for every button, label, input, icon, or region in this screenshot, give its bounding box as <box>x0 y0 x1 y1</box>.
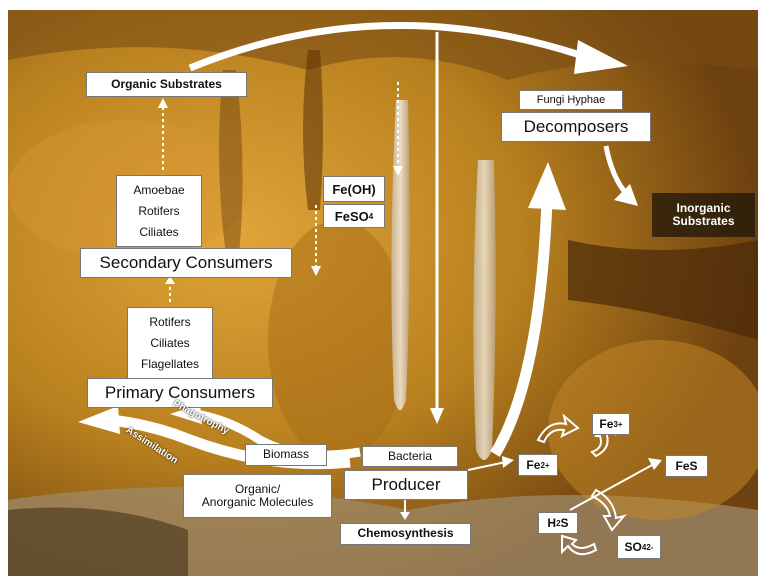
top-arch-arrowhead <box>574 40 628 74</box>
producer-box: Producer <box>344 470 468 500</box>
fungi-hyphae-box: Fungi Hyphae <box>519 90 623 110</box>
fe3-label: Fe <box>599 417 613 431</box>
primary-organism-1: Rotifers <box>149 315 190 329</box>
primary-organisms-box: Rotifers Ciliates Flagellates <box>127 307 213 379</box>
feoh-box: Fe(OH) <box>323 176 385 202</box>
feso4-label: FeSO <box>335 209 369 224</box>
primary-organism-3: Flagellates <box>141 357 199 371</box>
so4-label: SO <box>625 540 642 554</box>
biomass-label: Biomass <box>263 448 309 461</box>
cycle-arrow-1 <box>538 416 578 442</box>
inorganic-substrates-label: Inorganic Substrates <box>672 202 734 228</box>
secondary-consumers-label: Secondary Consumers <box>100 254 273 273</box>
inorganic-substrates-box: Inorganic Substrates <box>652 193 755 237</box>
primary-organism-2: Ciliates <box>150 336 189 350</box>
bacteria-label: Bacteria <box>388 450 432 463</box>
top-arch-arrow <box>190 25 580 68</box>
organic-molecules-box: Organic/ Anorganic Molecules <box>183 474 332 518</box>
fungi-hyphae-label: Fungi Hyphae <box>537 94 606 106</box>
fe2-superscript: 2+ <box>540 461 549 470</box>
chemosynthesis-label: Chemosynthesis <box>357 527 453 540</box>
producer-to-decomposers-arrow <box>495 200 547 454</box>
fe3-superscript: 3+ <box>613 420 622 429</box>
fe2-label: Fe <box>526 458 540 472</box>
secondary-consumers-box: Secondary Consumers <box>80 248 292 278</box>
organic-molecules-label: Organic/ Anorganic Molecules <box>202 483 313 509</box>
so4-superscript: 2- <box>646 543 653 552</box>
fes-box: FeS <box>665 455 708 477</box>
organic-substrates-label: Organic Substrates <box>111 78 222 91</box>
feso4-subscript: 4 <box>369 212 373 221</box>
bacteria-box: Bacteria <box>362 446 458 467</box>
decomposers-box: Decomposers <box>501 112 651 142</box>
biomass-box: Biomass <box>245 444 327 466</box>
secondary-organism-3: Ciliates <box>139 225 178 239</box>
secondary-organism-1: Amoebae <box>133 183 184 197</box>
fes-label: FeS <box>675 459 697 473</box>
producer-label: Producer <box>372 476 441 495</box>
chemosynthesis-box: Chemosynthesis <box>340 523 471 545</box>
cycle-arrow-4 <box>562 536 596 554</box>
feoh-label: Fe(OH) <box>332 182 375 197</box>
secondary-organisms-box: Amoebae Rotifers Ciliates <box>116 175 202 247</box>
h2s-label: H <box>547 516 556 530</box>
h2s-label-end: S <box>561 516 569 530</box>
decomposers-label: Decomposers <box>524 118 629 137</box>
secondary-organism-2: Rotifers <box>138 204 179 218</box>
organic-substrates-box: Organic Substrates <box>86 72 247 97</box>
